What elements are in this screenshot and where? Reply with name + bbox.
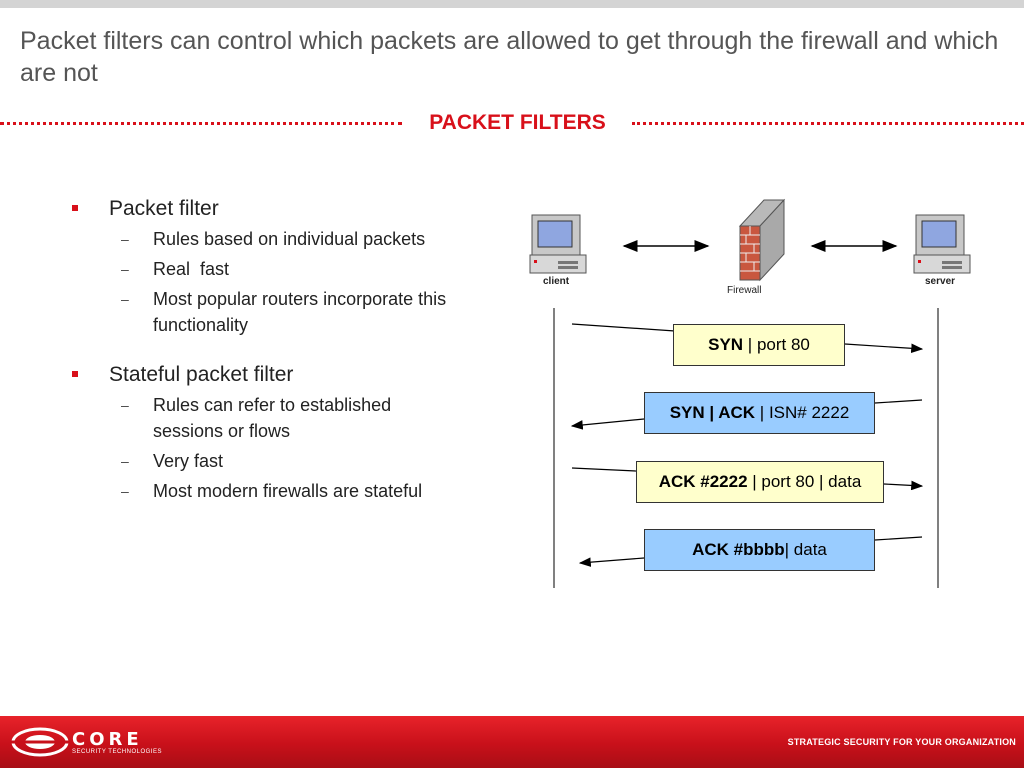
- dash-marker: –: [121, 291, 129, 307]
- packet-flow-diagram: client Firewall server SYN | port 80 SYN…: [520, 190, 1024, 600]
- server-computer-icon: [913, 214, 971, 274]
- packet-arrow: [883, 480, 924, 491]
- client-label: client: [543, 276, 570, 287]
- section-header: PACKET FILTERS: [0, 110, 1024, 136]
- dash-marker: –: [121, 453, 129, 469]
- dash-marker: –: [121, 397, 129, 413]
- bullet-label: Stateful packet filter: [109, 363, 294, 386]
- packet-arrow: [844, 343, 924, 354]
- client-computer-icon: [529, 214, 587, 274]
- packet-ack-data: ACK #bbbb| data: [644, 529, 875, 571]
- packet-line: [571, 467, 637, 472]
- core-logo-icon: [10, 727, 70, 757]
- sub-bullet: –Most popular routers incorporate this f…: [70, 286, 510, 338]
- brand-subtext: SECURITY TECHNOLOGIES: [72, 749, 162, 755]
- firewall-icon: [738, 198, 786, 282]
- footer-bar: CORE SECURITY TECHNOLOGIES STRATEGIC SEC…: [0, 716, 1024, 768]
- sub-bullet: –Rules based on individual packets: [70, 226, 510, 252]
- bullet-marker: [72, 205, 78, 211]
- sub-bullet: –Very fast: [70, 448, 510, 474]
- bullet-list: Packet filter –Rules based on individual…: [70, 196, 510, 504]
- packet-arrow: [570, 418, 645, 430]
- footer-tagline: STRATEGIC SECURITY FOR YOUR ORGANIZATION: [787, 737, 1016, 747]
- top-bar: [0, 0, 1024, 8]
- slide-title: Packet filters can control which packets…: [20, 27, 999, 87]
- bullet-label: Packet filter: [109, 197, 219, 220]
- packet-line: [874, 536, 923, 541]
- bullet-marker: [72, 371, 78, 377]
- firewall-label: Firewall: [727, 285, 762, 296]
- dotted-divider-right: [632, 122, 1024, 125]
- packet-ack: ACK #2222 | port 80 | data: [636, 461, 884, 503]
- packet-arrow: [578, 557, 645, 567]
- packet-syn: SYN | port 80: [673, 324, 845, 366]
- sub-bullet: –Rules can refer to established sessions…: [70, 392, 453, 444]
- core-logo: CORE SECURITY TECHNOLOGIES: [10, 724, 190, 760]
- bullet-stateful-packet-filter: Stateful packet filter: [70, 362, 510, 388]
- server-label: server: [925, 276, 956, 287]
- packet-syn-ack: SYN | ACK | ISN# 2222: [644, 392, 875, 434]
- dash-marker: –: [121, 261, 129, 277]
- packet-line: [571, 323, 676, 332]
- dotted-divider-left: [0, 122, 402, 125]
- sub-bullet: –Most modern firewalls are stateful: [70, 478, 510, 504]
- packet-line: [874, 399, 923, 404]
- section-title: PACKET FILTERS: [429, 111, 606, 134]
- diagram-graphics: [529, 198, 971, 588]
- dash-marker: –: [121, 483, 129, 499]
- bullet-packet-filter: Packet filter: [70, 196, 510, 222]
- dash-marker: –: [121, 231, 129, 247]
- sub-bullet: –Real fast: [70, 256, 510, 282]
- brand-name: CORE: [72, 729, 143, 750]
